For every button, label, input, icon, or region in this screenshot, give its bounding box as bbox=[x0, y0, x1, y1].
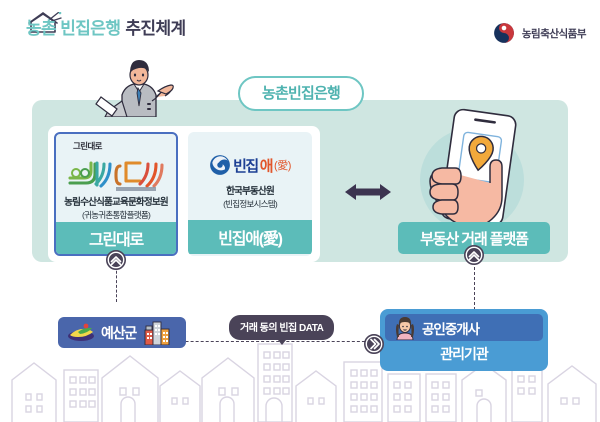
binjibae-logo-icon bbox=[210, 155, 231, 175]
card-binjibae-bar: 빈집애(愛) bbox=[188, 220, 312, 254]
background-skyline bbox=[11, 343, 597, 422]
buildings-icon bbox=[144, 321, 170, 345]
connector-right-vertical bbox=[473, 262, 475, 310]
binjibae-text-2: 애 bbox=[259, 157, 274, 175]
connector-horizontal bbox=[115, 341, 375, 342]
title-highlight: 농촌 빈집은행 bbox=[26, 19, 121, 38]
korea-government-taegeuk-icon bbox=[493, 23, 514, 43]
data-flow-bubble: 거래 동의 빈집 DATA bbox=[229, 315, 335, 345]
agency-role-label: 공인중개사 bbox=[422, 321, 480, 337]
platform-bar-label: 부동산 거래 플랫폼 bbox=[420, 230, 529, 248]
double-chevron-right-icon bbox=[364, 334, 384, 354]
title-rest: 추진체계 bbox=[125, 19, 186, 38]
card-binjibae-bar-label: 빈집애(愛) bbox=[218, 231, 283, 248]
agency-label: 관리기관 bbox=[440, 346, 489, 362]
connector-left-vertical bbox=[115, 266, 117, 302]
yesan-gun-emblem-icon bbox=[68, 323, 94, 341]
pill-text: 농촌빈집은행 bbox=[262, 85, 341, 102]
ministry-logo: 농림축산식품부 bbox=[493, 22, 587, 44]
double-chevron-up-icon bbox=[464, 245, 484, 265]
realtor-avatar-icon bbox=[396, 316, 414, 340]
card-greendaero-bar: 그린대로 bbox=[56, 222, 176, 254]
card-binjibae-sub: (빈집정보시스템) bbox=[223, 199, 278, 210]
binjibae-text-1: 빈집 bbox=[233, 157, 259, 175]
greendaero-logo-word: 그린대로 bbox=[73, 141, 102, 151]
municipality-name: 예산군 bbox=[101, 324, 137, 341]
double-chevron-up-icon bbox=[106, 250, 126, 270]
card-greendaero-body: 그린대로 농림수산식품교육문화정보원 bbox=[56, 134, 176, 222]
hand-holding-phone-icon: 검색 bbox=[420, 108, 524, 232]
house-icon bbox=[28, 12, 62, 33]
greendaero-logo-icon bbox=[68, 161, 164, 191]
agency-box[interactable]: 공인중개사 관리기관 bbox=[380, 309, 548, 371]
binjibae-logo: 빈집 애 (愛) bbox=[209, 150, 291, 180]
header: 농촌 빈집은행 추진체계 농림축산식품부 bbox=[0, 0, 600, 58]
card-greendaero-sub: (귀농귀촌통합플랫폼) bbox=[81, 210, 151, 221]
page-title: 농촌 빈집은행 추진체계 bbox=[26, 20, 186, 37]
card-binjibae-body: 빈집 애 (愛) 한국부동산원 (빈집정보시스템) bbox=[188, 132, 312, 220]
agency-label-row: 관리기관 bbox=[385, 341, 543, 367]
card-greendaero[interactable]: 그린대로 농림수산식품교육문화정보원 bbox=[54, 132, 178, 256]
municipality-box[interactable]: 예산군 bbox=[58, 317, 186, 348]
panel-pill-label: 농촌빈집은행 bbox=[238, 76, 365, 111]
card-greendaero-bar-label: 그린대로 bbox=[88, 232, 144, 249]
card-binjibae[interactable]: 빈집 애 (愛) 한국부동산원 (빈집정보시스템) 빈집애(愛) bbox=[188, 132, 312, 256]
presenter-illustration bbox=[95, 60, 174, 117]
agency-role-bar: 공인중개사 bbox=[385, 314, 543, 341]
double-headed-arrow-icon bbox=[345, 184, 391, 200]
ministry-name: 농림축산식품부 bbox=[521, 27, 587, 40]
card-greendaero-org: 농림수산식품교육문화정보원 bbox=[64, 197, 169, 208]
card-binjibae-org: 한국부동산원 bbox=[226, 186, 275, 197]
data-flow-label: 거래 동의 빈집 DATA bbox=[240, 323, 324, 334]
binjibae-text-3: (愛) bbox=[274, 160, 291, 172]
